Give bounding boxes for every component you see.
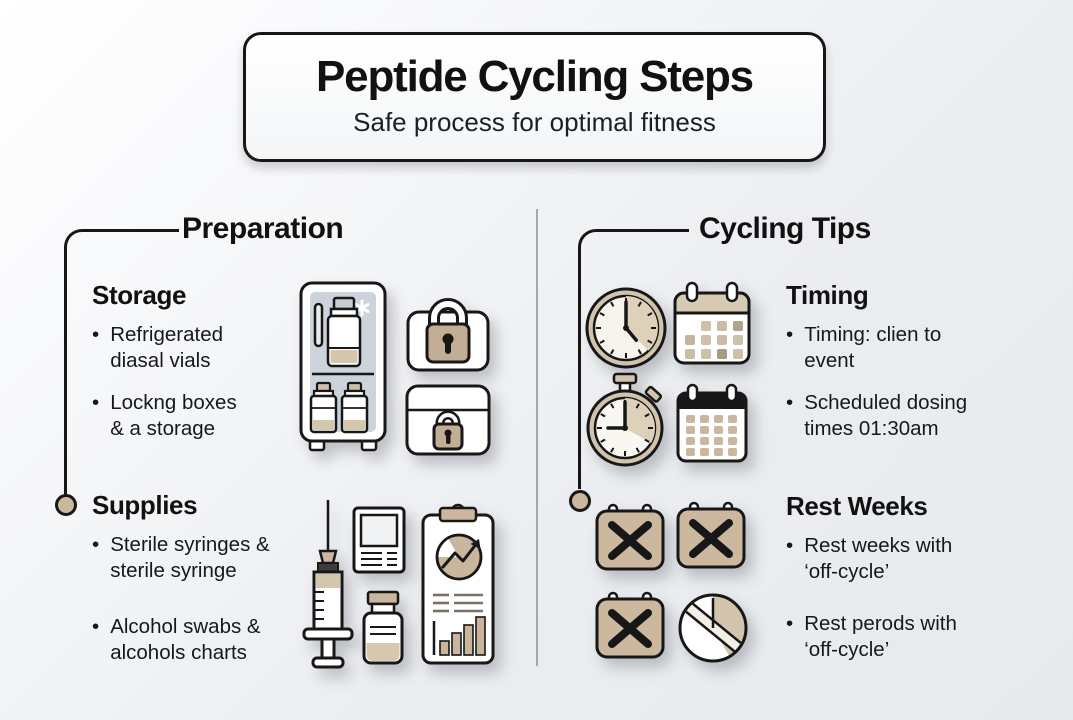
crossed-calendar-icon [595,591,665,659]
bullet-icon: • [786,534,794,557]
title-card: Peptide Cycling Steps Safe process for o… [243,32,826,162]
storage-heading: Storage [92,280,187,310]
cycling-tips-dot [569,490,591,512]
bullet-icon: • [92,323,100,346]
list-item: • Refrigerated diasal vials [92,322,307,374]
vial-icon [362,590,404,665]
supplies-heading: Supplies [92,490,198,520]
crossed-calendar-icon [595,503,665,571]
bullet-text: Alcohol swabs & alcohols charts [110,615,261,664]
calendar-icon [673,281,751,365]
calendar-dark-icon [676,383,748,463]
storage-section: Storage • Refrigerated diasal vials • Lo… [92,280,307,442]
no-dose-circle-icon [678,593,748,663]
bullet-text: Refrigerated diasal vials [110,323,223,372]
list-item: • Rest perods with ‘off-cycle’ [786,611,1026,663]
preparation-bracket [64,229,179,502]
bullet-text: Sterile syringes & sterile syringe [110,533,270,582]
cycling-tips-bracket [578,229,689,489]
timing-heading: Timing [786,280,869,310]
bullet-text: Scheduled dosing times 01:30am [804,391,968,440]
bullet-text: Lockng boxes & a storage [110,391,237,440]
list-item: • Scheduled dosing times 01:30am [786,390,1011,442]
bullet-icon: • [92,615,100,638]
rest-weeks-section: Rest Weeks • Rest weeks with ‘off-cycle’… [786,491,1026,663]
timing-section: Timing • Timing: clien to event • Schedu… [786,280,1011,442]
list-item: • Lockng boxes & a storage [92,390,307,442]
syringe-icon [302,500,354,669]
crossed-calendar-icon [676,501,746,569]
refrigerator-icon [299,281,387,452]
bullet-icon: • [92,533,100,556]
lockbox-icon [405,384,491,456]
clock-icon [585,287,667,369]
page-title: Peptide Cycling Steps [316,52,754,101]
page-subtitle: Safe process for optimal fitness [353,107,716,137]
bullet-text: Timing: clien to event [804,323,942,372]
list-item: • Alcohol swabs & alcohols charts [92,614,327,666]
column-divider [536,209,538,666]
clipboard-chart-icon [421,503,495,665]
preparation-dot [55,494,77,516]
list-item: • Sterile syringes & sterile syringe [92,532,327,584]
bullet-icon: • [786,612,794,635]
right-column-heading: Cycling Tips [699,212,871,245]
list-item: • Timing: clien to event [786,322,1011,374]
stopwatch-icon [586,372,664,467]
document-icon [352,506,406,574]
bullet-icon: • [786,391,794,414]
bullet-icon: • [786,323,794,346]
bullet-text: Rest perods with ‘off-cycle’ [804,612,957,661]
padlock-icon [406,298,490,372]
rest-weeks-heading: Rest Weeks [786,491,928,521]
bullet-icon: • [92,391,100,414]
bullet-text: Rest weeks with ‘off-cycle’ [804,534,953,583]
list-item: • Rest weeks with ‘off-cycle’ [786,533,1026,585]
left-column-heading: Preparation [182,212,344,245]
supplies-section: Supplies • Sterile syringes & sterile sy… [92,490,327,666]
